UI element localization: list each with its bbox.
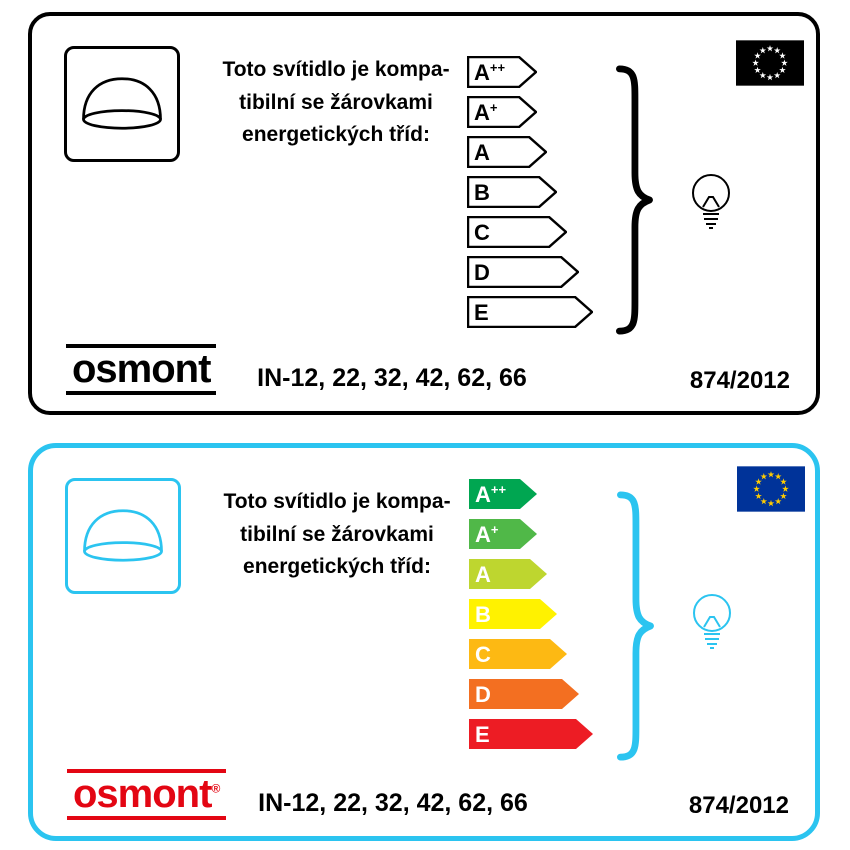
svg-text:A: A	[475, 562, 491, 587]
compat-line-1: Toto svítidlo je kompa-	[222, 58, 450, 81]
brand-text: osmont	[72, 347, 211, 391]
osmont-logo: osmont	[66, 344, 217, 395]
regulation-number: 874/2012	[688, 792, 789, 819]
brand-trademark: ®	[211, 781, 221, 796]
svg-text:A++: A++	[475, 482, 506, 507]
compat-line-3: energetických tříd:	[242, 123, 430, 147]
svg-text:C: C	[474, 220, 490, 245]
energy-class-arrow-c: C	[467, 216, 567, 248]
compat-line-3: energetických tříd:	[243, 555, 431, 579]
light-bulb-icon	[693, 594, 731, 649]
regulation-number: 874/2012	[689, 367, 790, 394]
svg-text:D: D	[475, 682, 491, 707]
energy-class-arrow-ap: A+	[467, 96, 537, 128]
svg-text:E: E	[475, 722, 490, 747]
energy-class-arrow-b: B	[469, 599, 557, 629]
eu-flag-icon	[736, 40, 804, 86]
svg-text:B: B	[475, 602, 491, 627]
compat-line-1: Toto svítidlo je kompa-	[223, 490, 451, 513]
curly-brace-icon	[617, 491, 654, 761]
brand-text: osmont	[73, 772, 212, 816]
model-list: IN-12, 22, 32, 42, 62, 66	[258, 789, 528, 817]
compatibility-text: Toto svítidlo je kompa- tibilní se žárov…	[181, 486, 493, 584]
energy-class-arrow-ap: A+	[469, 519, 537, 549]
energy-class-arrow-b: B	[467, 176, 557, 208]
energy-class-arrow-app: A++	[467, 56, 537, 88]
energy-label-card-mono: Toto svítidlo je kompa- tibilní se žárov…	[28, 12, 820, 415]
energy-class-arrow-e: E	[469, 719, 593, 749]
energy-class-scale: A++ A+ A B C D E	[467, 56, 593, 336]
energy-class-arrow-a: A	[469, 559, 547, 589]
model-list: IN-12, 22, 32, 42, 62, 66	[257, 364, 527, 392]
luminaire-icon	[64, 46, 180, 162]
curly-brace-icon	[616, 65, 653, 335]
eu-flag-icon	[737, 466, 805, 512]
light-bulb-icon	[692, 174, 730, 229]
compatibility-text: Toto svítidlo je kompa- tibilní se žárov…	[180, 54, 492, 152]
compat-line-2: tibilní se žárovkami	[239, 90, 433, 114]
energy-class-arrow-d: D	[467, 256, 579, 288]
energy-class-scale: A++ A+ A B C D E	[468, 478, 594, 758]
svg-text:A++: A++	[474, 60, 505, 85]
svg-text:A+: A+	[474, 100, 498, 125]
svg-text:A: A	[474, 140, 490, 165]
energy-class-arrow-c: C	[469, 639, 567, 669]
luminaire-icon	[65, 478, 181, 594]
energy-class-arrow-a: A	[467, 136, 547, 168]
svg-text:B: B	[474, 180, 490, 205]
svg-text:D: D	[474, 260, 490, 285]
svg-text:E: E	[474, 300, 489, 325]
svg-text:C: C	[475, 642, 491, 667]
svg-text:A+: A+	[475, 522, 499, 547]
energy-class-arrow-d: D	[469, 679, 579, 709]
energy-label-card-color: Toto svítidlo je kompa- tibilní se žárov…	[28, 443, 820, 841]
compat-line-2: tibilní se žárovkami	[240, 522, 434, 546]
osmont-logo: osmont®	[67, 769, 227, 820]
energy-class-arrow-e: E	[467, 296, 593, 328]
energy-class-arrow-app: A++	[469, 479, 537, 509]
